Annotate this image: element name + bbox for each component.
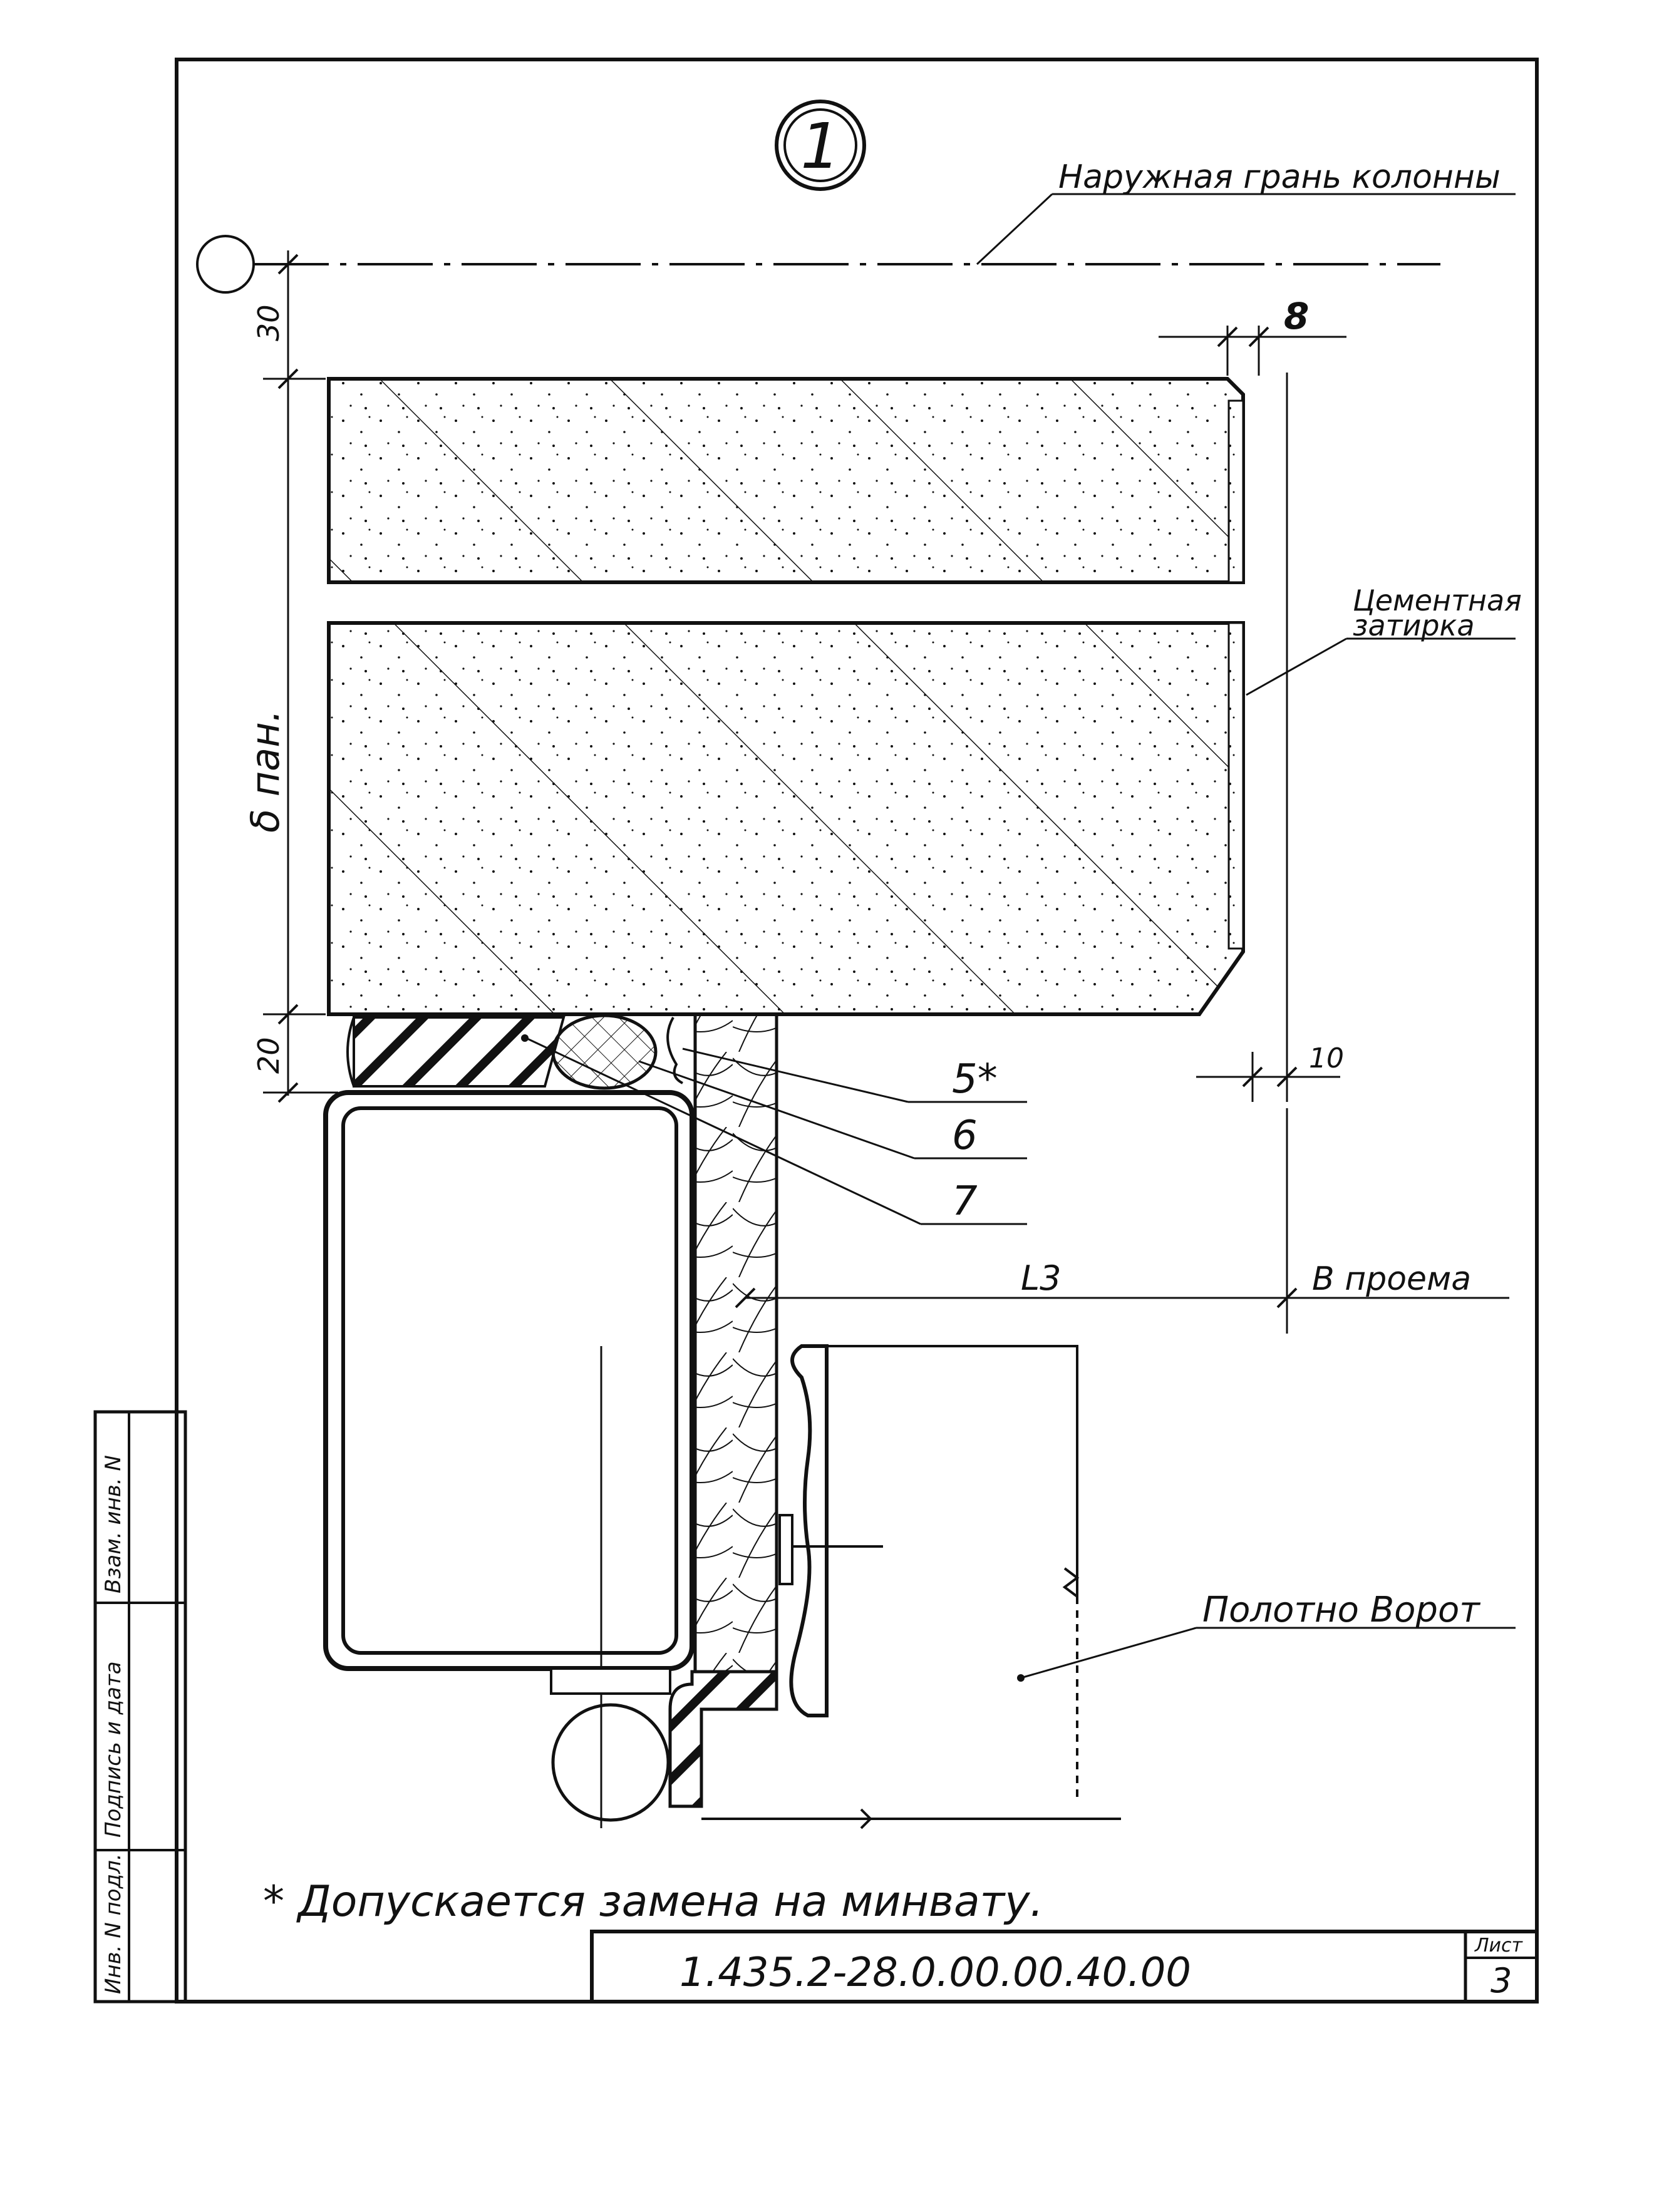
seal-assembly: [346, 1014, 683, 1090]
callout-7: 7: [952, 1178, 978, 1225]
outer-face-label: Наружная грань колонны: [1058, 158, 1501, 196]
dim-top-offset: 30: [252, 304, 286, 341]
gate-leaf-label: Полотно Ворот: [1202, 1590, 1480, 1630]
sheet-label: Лист: [1474, 1935, 1524, 1957]
dimension-left: 30 δ пан. 20: [242, 250, 338, 1103]
bracket-roller: [550, 1346, 1121, 1829]
footnote: * Допускается замена на минвату.: [263, 1877, 1043, 1926]
gate-leaf: Полотно Ворот: [778, 1344, 1516, 1803]
cement-label-line1: Цементная: [1353, 584, 1522, 617]
side-stamp-col1: Инв. N подл.: [101, 1853, 126, 1994]
insulation-strip: [693, 1012, 778, 1674]
dim-render-thickness: 8: [1284, 295, 1309, 337]
dim-side-offset: 10: [1309, 1042, 1344, 1074]
side-stamp: Взам. инв. N Подпись и дата Инв. N подл.: [93, 1410, 187, 2004]
cement-leader: [1246, 637, 1347, 696]
side-stamp-col2: Подпись и дата: [101, 1661, 126, 1838]
dimension-opening: L3 B проема: [735, 1108, 1509, 1334]
outer-face-leader: [976, 193, 1053, 265]
cement-label-line2: затирка: [1353, 609, 1475, 642]
steel-frame: [323, 1090, 695, 1671]
dimension-right: 8 10: [1159, 295, 1346, 1102]
callout-5: 5*: [952, 1056, 998, 1103]
concrete-panel-upper: [327, 377, 1245, 584]
axis-bubble: [196, 235, 255, 294]
opening-width-label: B проема: [1312, 1260, 1471, 1298]
document-code: 1.435.2-28.0.00.00.40.00: [679, 1950, 1191, 1996]
side-stamp-col3: Взам. инв. N: [101, 1455, 126, 1593]
callout-6: 6: [952, 1113, 978, 1159]
dim-bottom-gap: 20: [252, 1037, 286, 1074]
callouts: 5* 6 7: [525, 1037, 1027, 1225]
dim-length-l3: L3: [1021, 1258, 1061, 1298]
dim-panel-thickness: δ пан.: [242, 710, 288, 833]
detail-number: 1: [800, 110, 840, 183]
gate-leaf-leader: [1020, 1627, 1197, 1679]
detail-marker: 1: [775, 100, 866, 191]
sheet-number: 3: [1491, 1961, 1512, 2000]
title-block: 1.435.2-28.0.00.00.40.00 Лист 3: [590, 1930, 1539, 2004]
concrete-panel-lower: [327, 621, 1245, 1016]
